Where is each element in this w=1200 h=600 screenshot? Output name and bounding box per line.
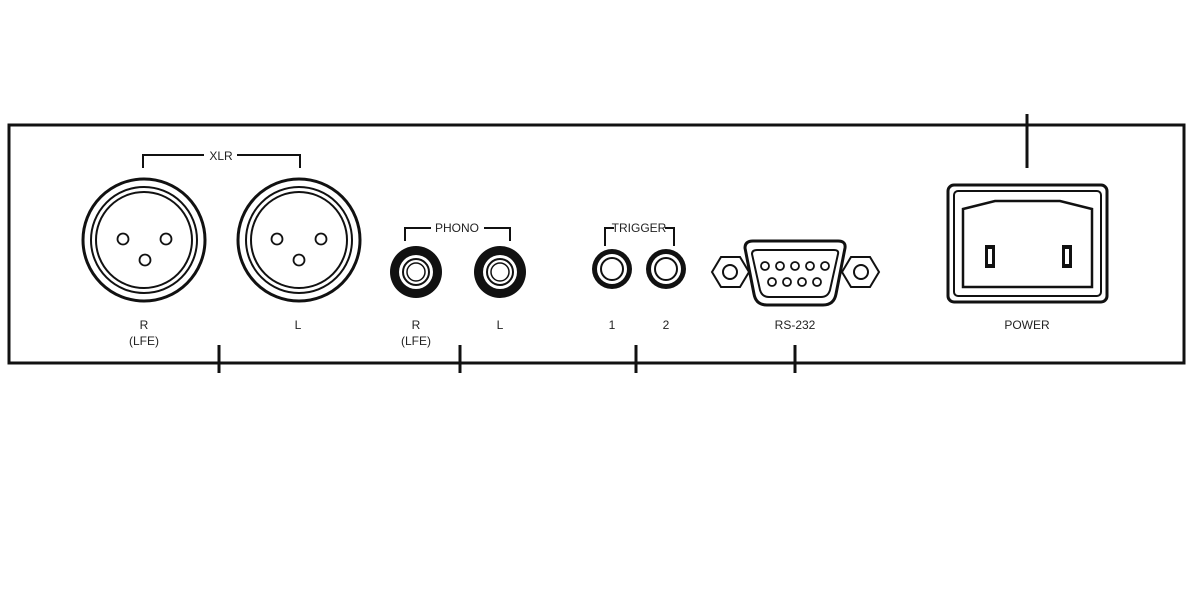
power-label: POWER <box>1004 318 1050 332</box>
trigger-2-jack <box>646 249 686 289</box>
power-inlet <box>946 183 1109 304</box>
trigger-1-jack <box>592 249 632 289</box>
trigger-1-label: 1 <box>609 318 616 332</box>
xlr-right-sublabel: (LFE) <box>129 334 159 348</box>
phono-right-jack <box>390 246 442 298</box>
xlr-group-label: XLR <box>209 149 233 163</box>
phono-group-label: PHONO <box>435 221 479 235</box>
xlr-right-label: R <box>140 318 149 332</box>
xlr-left-label: L <box>295 318 302 332</box>
chassis-outline <box>7 123 1186 365</box>
xlr-bracket: XLR <box>142 149 301 168</box>
xlr-left-connector <box>236 177 362 303</box>
phono-left-label: L <box>497 318 504 332</box>
rs232-label: RS-232 <box>775 318 816 332</box>
trigger-group-label: TRIGGER <box>612 221 667 235</box>
phono-left-jack <box>474 246 526 298</box>
trigger-2-label: 2 <box>663 318 670 332</box>
phono-right-label: R <box>412 318 421 332</box>
phono-bracket: PHONO <box>404 221 511 241</box>
rs232-connector <box>710 239 881 307</box>
trigger-bracket: TRIGGER <box>604 221 675 246</box>
xlr-right-connector <box>81 177 207 303</box>
phono-right-sublabel: (LFE) <box>401 334 431 348</box>
